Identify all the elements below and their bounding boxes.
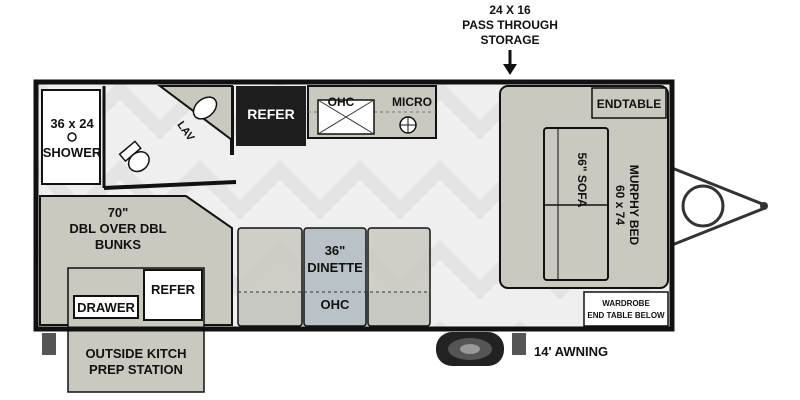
endtable [591, 87, 667, 119]
dinette-seat-left [237, 227, 303, 327]
dinette-seat-right [367, 227, 431, 327]
stove-icon [399, 116, 417, 134]
toilet-icon [118, 140, 150, 173]
storage-label-line3: STORAGE [480, 33, 539, 47]
dinette-ohc-label: OHC [321, 297, 351, 312]
outside-refer-label: REFER [151, 282, 196, 297]
sofa [543, 127, 609, 281]
storage-label-line1: 24 X 16 [489, 3, 531, 17]
wardrobe-label-line1: WARDROBE [602, 299, 650, 308]
stabilizer-right [512, 333, 526, 355]
outside-kitchen-label-line2: PREP STATION [89, 362, 183, 377]
a-frame-hitch-icon [671, 166, 768, 247]
dinette-table [303, 227, 367, 327]
murphy-bed-label: MURPHY BED [627, 165, 641, 246]
outside-refrigerator [143, 269, 203, 321]
stabilizer-left [42, 333, 56, 355]
sofa-label: 56" SOFA [575, 152, 589, 207]
storage-label-line2: PASS THROUGH [462, 18, 558, 32]
kitchen-ohc-label: OHC [328, 95, 355, 109]
kitchen-refer-label: REFER [247, 106, 294, 122]
endtable-label: ENDTABLE [597, 97, 661, 111]
murphy-bed-size: 60 x 74 [613, 185, 627, 225]
wardrobe [583, 291, 669, 327]
outside-kitchen-label-line1: OUTSIDE KITCH [85, 346, 186, 361]
kitchen-sink-icon [317, 99, 375, 135]
drain-icon [67, 132, 77, 142]
tire-icon [436, 332, 504, 366]
shower-label-line1: 36 x 24 [50, 116, 94, 131]
kitchen-refrigerator [236, 86, 306, 146]
bunks-label-line3: BUNKS [95, 237, 142, 252]
drawer [73, 295, 139, 319]
wardrobe-label-line2: END TABLE BELOW [587, 311, 665, 320]
bunks-label-line2: DBL OVER DBL [69, 221, 166, 236]
shower-label-line2: SHOWER [43, 145, 102, 160]
sink-icon [192, 96, 218, 120]
down-arrow-icon [503, 50, 517, 75]
micro-label: MICRO [392, 95, 432, 109]
awning-label: 14' AWNING [534, 344, 608, 359]
dinette-label-line1: 36" [325, 243, 346, 258]
drawer-label: DRAWER [77, 300, 135, 315]
dinette-label-line2: DINETTE [307, 260, 363, 275]
trailer-outer-wall [33, 79, 675, 332]
bunks-label-line1: 70" [108, 205, 129, 220]
